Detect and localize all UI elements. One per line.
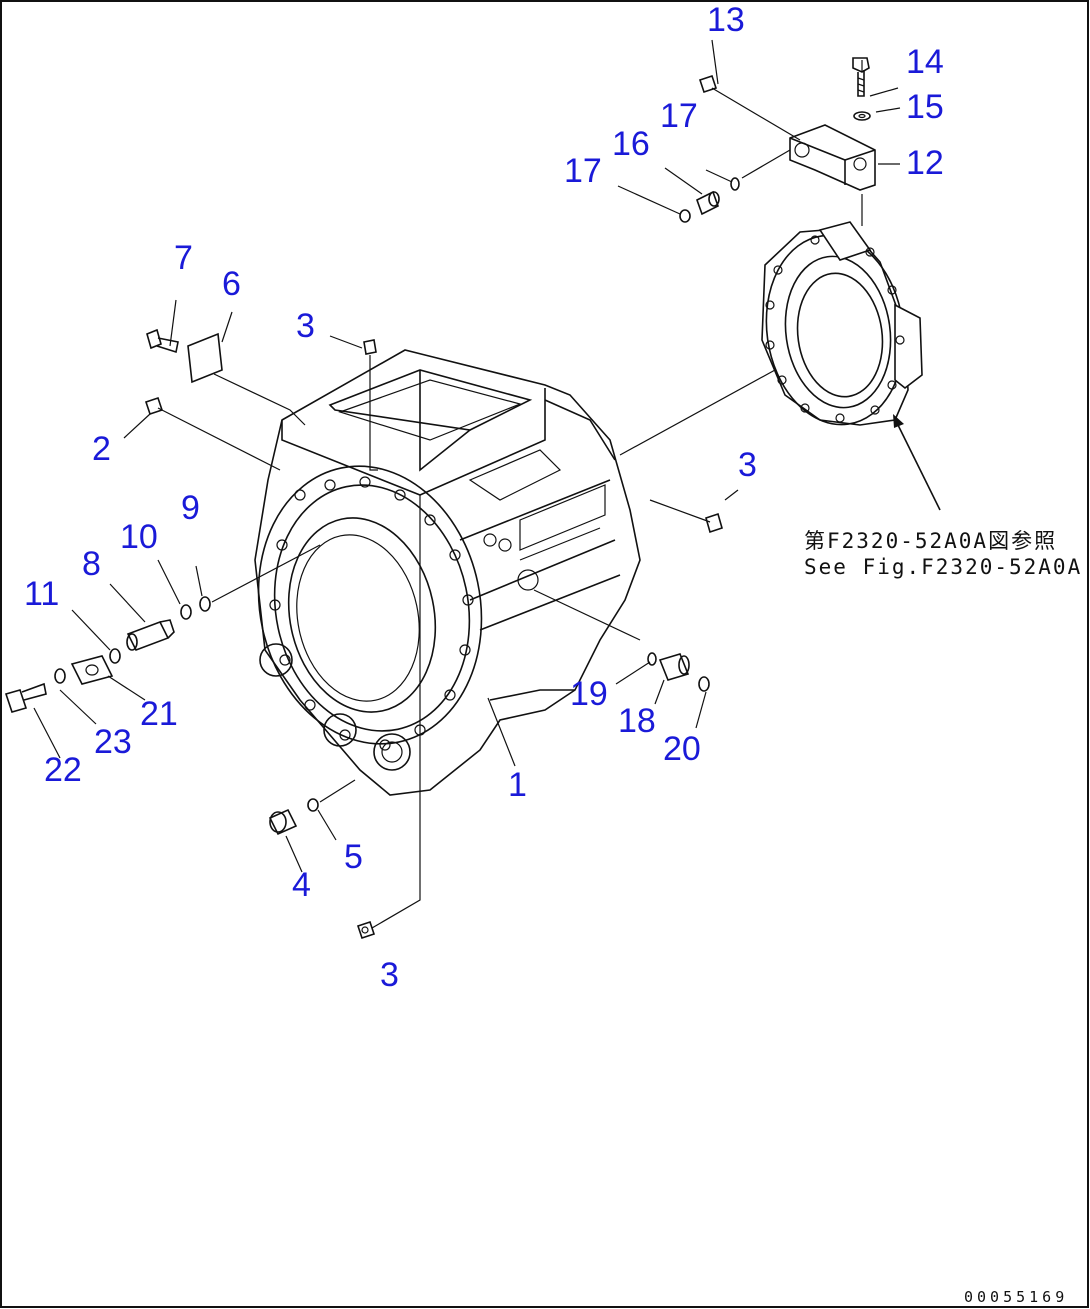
callout-labels: 1 2 3 3 3 4 5 6 7 8 9 10 11 12 13 14 15 … — [24, 1, 944, 994]
o-ring-10-icon — [180, 604, 192, 620]
plug-3-right-icon — [705, 512, 723, 534]
flange-21-icon — [70, 655, 114, 685]
rear-cover-assembly — [761, 221, 923, 426]
plug-2-icon — [144, 396, 164, 416]
callout-1: 1 — [508, 766, 527, 804]
plug-3-bottom-icon — [356, 920, 376, 940]
callout-23: 23 — [94, 723, 132, 761]
callout-3-top: 3 — [296, 307, 315, 345]
drain-plug-4-icon — [268, 808, 298, 836]
callout-21: 21 — [140, 695, 178, 733]
bolt-22-icon — [4, 682, 47, 713]
callout-8: 8 — [82, 545, 101, 583]
callout-4: 4 — [292, 866, 311, 904]
callout-19: 19 — [570, 675, 608, 713]
o-ring-9-icon — [199, 596, 211, 612]
callout-3-right: 3 — [738, 446, 757, 484]
reference-arrow — [897, 424, 941, 511]
plug-3-top-icon — [363, 339, 377, 355]
o-ring-11-icon — [109, 648, 121, 664]
plate-6-icon — [187, 332, 223, 384]
callout-11: 11 — [24, 575, 59, 613]
callout-2: 2 — [92, 430, 111, 468]
callout-6: 6 — [222, 265, 241, 303]
figure-reference-jp: 第F2320-52A0A図参照 — [804, 529, 1057, 553]
callout-18: 18 — [618, 702, 656, 740]
o-ring-20-icon — [698, 676, 710, 692]
callout-15: 15 — [906, 88, 944, 126]
o-ring-5-icon — [307, 798, 319, 812]
callout-14: 14 — [906, 43, 944, 81]
o-ring-17-icon — [679, 177, 740, 223]
fitting-16-icon — [696, 190, 720, 216]
o-ring-19-icon — [647, 652, 657, 666]
callout-5: 5 — [344, 838, 363, 876]
bracket-assembly — [789, 124, 876, 191]
callout-9: 9 — [181, 489, 200, 527]
transmission-case-housing — [254, 349, 641, 796]
callout-22: 22 — [44, 751, 82, 789]
breather-8-icon — [126, 619, 175, 652]
bolt-14-icon — [852, 57, 870, 97]
fitting-18-icon — [658, 653, 690, 681]
callout-12: 12 — [906, 144, 944, 182]
callout-13: 13 — [707, 1, 745, 39]
leader-lines — [33, 39, 901, 929]
callout-7: 7 — [174, 239, 193, 277]
callout-10: 10 — [120, 518, 158, 556]
callout-16: 16 — [612, 125, 650, 163]
document-number: 00055169 — [964, 1288, 1068, 1306]
reference-arrow-head — [893, 414, 904, 428]
washer-23-icon — [54, 668, 66, 684]
callout-3-bottom: 3 — [380, 956, 399, 994]
callout-17-right: 17 — [660, 97, 698, 135]
washer-15-icon — [853, 111, 871, 121]
callout-20: 20 — [663, 730, 701, 768]
bolt-7-icon — [146, 328, 179, 354]
flange-bolt-holes — [269, 476, 474, 751]
callout-17-left: 17 — [564, 152, 602, 190]
figure-reference-en: See Fig.F2320-52A0A — [804, 555, 1082, 579]
